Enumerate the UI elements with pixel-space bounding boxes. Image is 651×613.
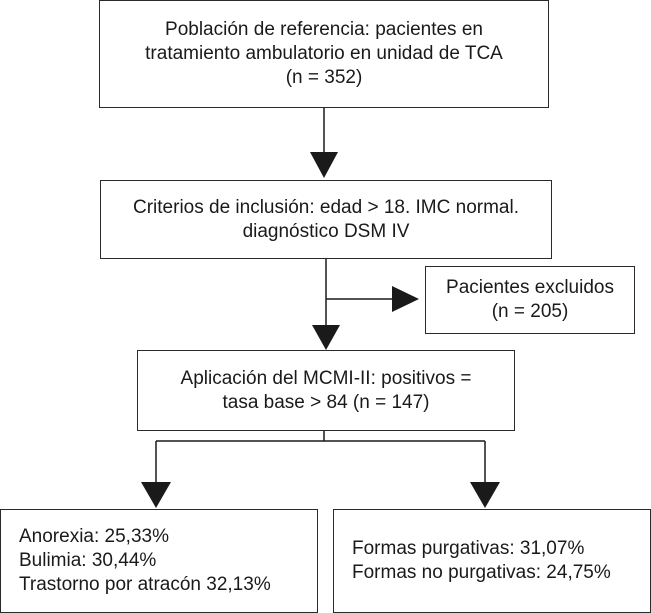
arrowhead-to-excluded [392,286,419,312]
diagnoses-line-binge: Trastorno por atracón 32,13% [19,574,271,595]
mcmi-box: Aplicación del MCMI-II: positivos = tasa… [137,350,515,431]
inclusion-line-2: diagnóstico DSM IV [242,220,410,242]
arrowhead-to-forms [470,482,500,508]
excluded-patients-box: Pacientes excluidos (n = 205) [425,266,635,334]
diagnoses-line-anorexia: Anorexia: 25,33% [19,526,169,547]
population-box: Población de referencia: pacientes en tr… [99,0,549,108]
forms-line-purgative: Formas purgativas: 31,07% [352,538,585,559]
inclusion-criteria-box: Criterios de inclusión: edad > 18. IMC n… [100,180,552,259]
inclusion-line-1: Criterios de inclusión: edad > 18. IMC n… [133,196,519,218]
diagnoses-box: Anorexia: 25,33% Bulimia: 30,44% Trastor… [0,509,318,613]
forms-line-non-purgative: Formas no purgativas: 24,75% [352,562,611,583]
forms-box: Formas purgativas: 31,07% Formas no purg… [333,509,651,613]
mcmi-line-2: tasa base > 84 (n = 147) [222,391,430,413]
arrowhead-to-mcmi [312,325,340,350]
diagnoses-line-bulimia: Bulimia: 30,44% [19,550,157,571]
excluded-line-1: Pacientes excluidos [446,277,614,298]
mcmi-line-1: Aplicación del MCMI-II: positivos = [180,367,472,389]
population-line-1: Población de referencia: pacientes en [165,19,483,40]
population-line-3: (n = 352) [285,67,363,88]
arrowhead-to-inclusion [310,152,338,178]
population-line-2: tratamiento ambulatorio en unidad de TCA [145,43,503,64]
excluded-line-2: (n = 205) [491,301,569,322]
arrowhead-to-diagnoses [141,482,171,508]
